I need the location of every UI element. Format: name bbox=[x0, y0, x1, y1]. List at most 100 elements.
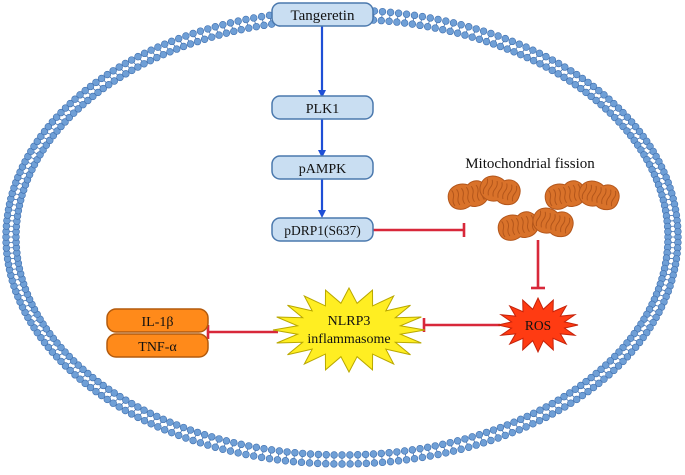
lipid-head bbox=[369, 450, 378, 458]
lipid-head bbox=[230, 27, 238, 36]
lipid-head bbox=[127, 56, 136, 64]
lipid-head bbox=[479, 439, 488, 447]
lipid-head bbox=[237, 440, 245, 449]
lipid-head bbox=[600, 375, 608, 383]
lipid-head bbox=[297, 458, 306, 467]
lipid-head bbox=[140, 406, 148, 414]
lipid-head bbox=[116, 392, 124, 401]
lipid-head bbox=[394, 9, 403, 17]
node-ros: ROS bbox=[497, 296, 579, 354]
lipid-head bbox=[110, 389, 118, 397]
node-nlrp3: NLRP3 inflammasome bbox=[272, 286, 426, 374]
lipid-head bbox=[623, 113, 632, 121]
lipid-head bbox=[257, 12, 266, 21]
lipid-head bbox=[610, 366, 618, 375]
lipid-head bbox=[431, 24, 439, 32]
lipid-head bbox=[175, 34, 183, 43]
lipid-head bbox=[453, 29, 462, 37]
lipid-head bbox=[140, 416, 149, 425]
lipid-head bbox=[408, 446, 417, 454]
lipid-head bbox=[81, 86, 89, 95]
lipid-head bbox=[260, 444, 268, 453]
lipid-head bbox=[475, 430, 484, 439]
lipid-head bbox=[74, 361, 82, 369]
lipid-head bbox=[265, 454, 274, 463]
lipid-head bbox=[103, 70, 112, 79]
lipid-head bbox=[66, 99, 74, 108]
lipid-head bbox=[602, 361, 610, 369]
lipid-head bbox=[161, 40, 169, 48]
lipid-head bbox=[487, 436, 495, 445]
mitochondria-group bbox=[447, 175, 620, 241]
lipid-head bbox=[166, 418, 174, 426]
lipid-head bbox=[587, 92, 595, 101]
lipid-head bbox=[465, 23, 473, 31]
lipid-head bbox=[529, 46, 537, 54]
lipid-head bbox=[589, 82, 598, 91]
nlrp3-label-line1: NLRP3 bbox=[328, 314, 371, 329]
lipid-head bbox=[97, 74, 106, 83]
lipid-head bbox=[394, 457, 403, 465]
lipid-head bbox=[377, 16, 385, 25]
lipid-head bbox=[542, 413, 550, 422]
lipid-head bbox=[494, 32, 502, 40]
lipid-head bbox=[94, 377, 102, 386]
lipid-head bbox=[92, 78, 100, 87]
lipid-head bbox=[154, 423, 162, 431]
lipid-head bbox=[76, 375, 84, 383]
lipid-head bbox=[186, 426, 195, 434]
lipid-head bbox=[338, 460, 346, 468]
mitochondrion-icon bbox=[479, 175, 521, 206]
lipid-head bbox=[548, 66, 556, 75]
lipid-head bbox=[250, 14, 258, 22]
lipid-head bbox=[439, 440, 447, 449]
pampk-label: pAMPK bbox=[299, 162, 346, 177]
lipid-head bbox=[482, 428, 491, 437]
lipid-head bbox=[196, 439, 205, 447]
lipid-head bbox=[134, 52, 142, 61]
lipid-head bbox=[186, 40, 195, 48]
lipid-head bbox=[453, 437, 462, 445]
lipid-head bbox=[400, 19, 409, 27]
lipid-head bbox=[103, 395, 112, 404]
lipid-head bbox=[489, 426, 498, 434]
il1b-label: IL-1β bbox=[142, 315, 174, 330]
lipid-head bbox=[457, 21, 465, 29]
lipid-head bbox=[631, 122, 640, 131]
lipid-head bbox=[173, 45, 181, 53]
lipid-head bbox=[577, 381, 585, 390]
lipid-head bbox=[70, 109, 78, 117]
lipid-head bbox=[44, 122, 53, 131]
lipid-head bbox=[66, 366, 74, 375]
lipid-head bbox=[226, 447, 235, 455]
lipid-head bbox=[542, 63, 550, 71]
lipid-head bbox=[400, 447, 409, 455]
lipid-head bbox=[61, 104, 70, 112]
lipid-head bbox=[338, 451, 346, 459]
lipid-head bbox=[572, 70, 581, 79]
lipid-head bbox=[554, 406, 563, 415]
lipid-head bbox=[208, 433, 216, 441]
lipid-head bbox=[475, 35, 484, 44]
lipid-head bbox=[410, 11, 419, 20]
lipid-head bbox=[402, 456, 411, 464]
lipid-head bbox=[610, 99, 618, 108]
lipid-head bbox=[289, 457, 298, 466]
lipid-head bbox=[161, 426, 169, 434]
nlrp3-label-line2: inflammasome bbox=[307, 332, 390, 347]
lipid-head bbox=[386, 457, 395, 466]
lipid-head bbox=[330, 451, 338, 459]
lipid-head bbox=[94, 88, 102, 97]
lipid-head bbox=[578, 391, 587, 400]
lipid-head bbox=[219, 445, 227, 453]
lipid-head bbox=[461, 31, 469, 39]
lipid-head bbox=[105, 81, 113, 89]
lipid-head bbox=[167, 37, 176, 46]
lipid-head bbox=[602, 105, 610, 113]
lipid-head bbox=[115, 63, 123, 71]
lipid-head bbox=[639, 132, 647, 141]
lipid-head bbox=[166, 48, 174, 56]
lipid-head bbox=[283, 448, 291, 456]
lipid-head bbox=[423, 22, 432, 31]
